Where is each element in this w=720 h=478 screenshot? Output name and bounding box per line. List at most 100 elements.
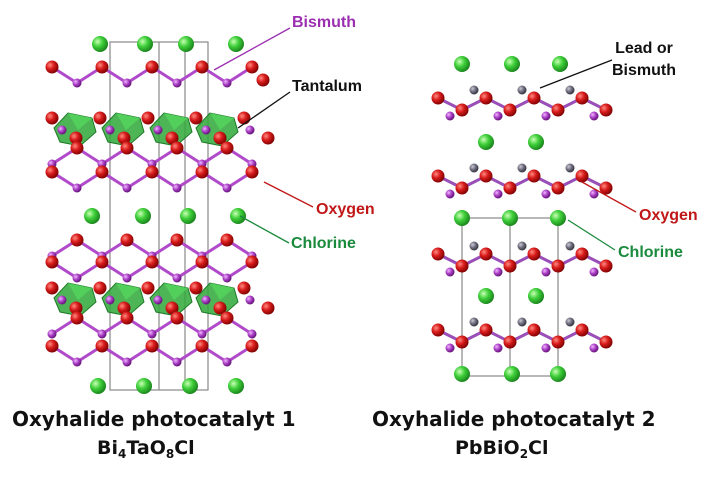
bismuth-atom (201, 125, 211, 135)
oxygen-atom (431, 247, 445, 261)
oxygen-atom (575, 323, 589, 337)
oxygen-atom (551, 103, 565, 117)
oxygen-atom (45, 165, 59, 179)
structure2-formula: PbBiO2Cl (455, 437, 549, 461)
oxygen-atom (170, 141, 184, 155)
oxygen-atom (195, 165, 209, 179)
chlorine-atom (228, 36, 244, 52)
bismuth-atom (153, 125, 163, 135)
bismuth-atom (541, 343, 551, 353)
chlorine-atom (550, 210, 566, 226)
oxygen-atom (95, 165, 109, 179)
bismuth-atom (589, 267, 599, 277)
chlorine-atom (478, 288, 494, 304)
lead-or-bismuth-atom (517, 317, 527, 327)
oxygen-atom (141, 111, 155, 125)
oxygen-atom (455, 335, 469, 349)
oxygen-atom (431, 91, 445, 105)
bismuth-atom (493, 343, 503, 353)
tantalum-leader-line (237, 91, 291, 129)
tantalum-octahedron-face (164, 283, 188, 300)
bismuth-atom (153, 295, 163, 305)
oxygen-atom (575, 247, 589, 261)
bismuth-atom (589, 343, 599, 353)
chlorine-atom (137, 36, 153, 52)
oxygen-label-left: Oxygen (316, 201, 375, 218)
structure1-formula: Bi4TaO8Cl (97, 437, 195, 461)
oxygen-atom (245, 255, 259, 269)
oxygen-atom (93, 281, 107, 295)
oxygen-atom (70, 311, 84, 325)
tantalum-octahedra (53, 112, 239, 317)
lead-or-bismuth-atom (517, 85, 527, 95)
tantalum-octahedron-face (210, 113, 234, 130)
oxygen-atom (195, 255, 209, 269)
oxygen-atom (575, 91, 589, 105)
oxygen-atom (599, 335, 613, 349)
chlorine-atom (228, 378, 244, 394)
bismuth-atom (589, 111, 599, 121)
oxygen-atom (527, 169, 541, 183)
lead-or-bismuth-atom (565, 317, 575, 327)
bismuth-label: Bismuth (292, 14, 356, 31)
structure2-caption: Oxyhalide photocatalyt 2 (372, 407, 656, 431)
oxygen-atom (261, 301, 275, 315)
bismuth-atom (222, 273, 232, 283)
bismuth-atom (105, 295, 115, 305)
tantalum-octahedron-face (68, 113, 92, 130)
bismuth-leader-line (213, 27, 291, 71)
oxygen-atom (70, 141, 84, 155)
oxygen-atom (256, 73, 270, 87)
chlorine-atom (504, 366, 520, 382)
oxygen-atom (237, 111, 251, 125)
lead-or-bismuth-atom (469, 317, 479, 327)
oxygen-atom (45, 281, 59, 295)
bismuth-atom (493, 189, 503, 199)
chlorine-atom (550, 366, 566, 382)
oxygen-atom (220, 311, 234, 325)
oxygen-atom (527, 91, 541, 105)
chlorine-atom (135, 208, 151, 224)
bismuth-atom (122, 78, 132, 88)
bismuth-atom (147, 329, 157, 339)
oxygen-atom (170, 311, 184, 325)
chlorine-label-left: Chlorine (291, 235, 356, 252)
oxygen-atom (213, 131, 227, 145)
bismuth-atom (47, 329, 57, 339)
bismuth-atom (122, 273, 132, 283)
bismuth-atom (222, 183, 232, 193)
bismuth-atom (57, 125, 67, 135)
oxygen-atom (95, 339, 109, 353)
oxygen-atom (45, 111, 59, 125)
oxygen-atom (220, 141, 234, 155)
oxygen-atom (95, 255, 109, 269)
lead-or-bismuth-atom (565, 163, 575, 173)
bismuth-atom (72, 357, 82, 367)
bismuth-atom (72, 183, 82, 193)
tantalum-octahedron-face (116, 113, 140, 130)
tantalum-octahedron-face (210, 283, 234, 300)
oxygen-atom (220, 233, 234, 247)
oxygen-atom (120, 141, 134, 155)
oxygen-atom (117, 131, 131, 145)
chlorine-atom (478, 134, 494, 150)
bismuth-atom (445, 111, 455, 121)
lead-or-bismuth-label: Lead or Bismuth (612, 40, 676, 79)
oxygen-atom (45, 60, 59, 74)
bismuth-atom (172, 273, 182, 283)
chlorine-atom (180, 208, 196, 224)
bismuth-atom (541, 267, 551, 277)
lead-or-bismuth-atom (469, 163, 479, 173)
oxygen-label-right: Oxygen (639, 207, 698, 224)
bismuth-atom (122, 357, 132, 367)
label-leader-lines (213, 27, 637, 251)
oxygen-atom (599, 181, 613, 195)
lead-or-bismuth-atom (565, 85, 575, 95)
bismuth-atom (222, 78, 232, 88)
oxygen-atom (95, 60, 109, 74)
tantalum-octahedron-face (116, 283, 140, 300)
oxygen-atom (145, 165, 159, 179)
bismuth-atom (97, 329, 107, 339)
oxygen-atom (141, 281, 155, 295)
oxygen-atom (245, 339, 259, 353)
